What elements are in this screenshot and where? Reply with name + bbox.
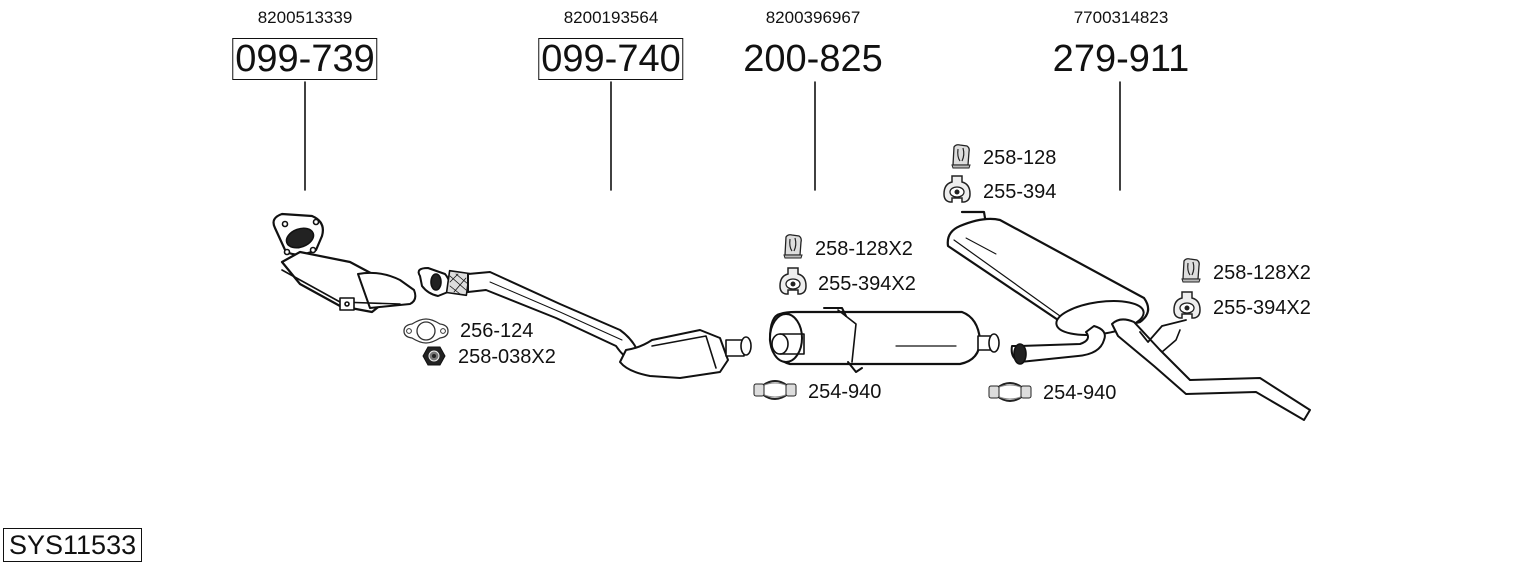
front-pipe-with-catalyst <box>417 267 752 379</box>
clip-icon <box>1181 258 1201 283</box>
accessory-label[interactable]: 256-124 <box>460 320 534 342</box>
oe-number-2: 8200193564 <box>563 8 659 27</box>
catalytic-converter-front <box>272 212 417 314</box>
rubber-hanger-icon <box>1173 291 1201 319</box>
rubber-hanger-icon <box>943 175 971 203</box>
nut-icon <box>422 346 446 366</box>
clamp-icon <box>988 382 1032 402</box>
part-number-1[interactable]: 099-739 <box>232 38 378 80</box>
oe-number-3: 8200396967 <box>765 8 861 27</box>
accessory-label[interactable]: 258-128 <box>983 147 1057 169</box>
accessory-label[interactable]: 258-038X2 <box>458 346 556 368</box>
system-code: SYS11533 <box>3 528 143 562</box>
accessory-label[interactable]: 258-128X2 <box>815 238 913 260</box>
oe-number-1: 8200513339 <box>257 8 353 27</box>
middle-silencer <box>768 307 1000 373</box>
rubber-hanger-icon <box>779 267 807 295</box>
gasket-icon <box>403 318 449 344</box>
accessory-label[interactable]: 258-128X2 <box>1213 262 1311 284</box>
accessory-label[interactable]: 255-394X2 <box>1213 297 1311 319</box>
accessory-label[interactable]: 254-940 <box>808 381 882 403</box>
oe-number-4: 7700314823 <box>1073 8 1169 27</box>
accessory-label[interactable]: 255-394 <box>983 181 1057 203</box>
rear-silencer <box>946 210 1311 421</box>
part-number-2[interactable]: 099-740 <box>538 38 684 80</box>
accessory-label[interactable]: 255-394X2 <box>818 273 916 295</box>
part-number-4[interactable]: 279-911 <box>1052 38 1190 80</box>
clip-icon <box>951 144 971 169</box>
accessory-label[interactable]: 254-940 <box>1043 382 1117 404</box>
clamp-icon <box>753 380 797 400</box>
part-number-3[interactable]: 200-825 <box>743 38 883 80</box>
clip-icon <box>783 234 803 259</box>
